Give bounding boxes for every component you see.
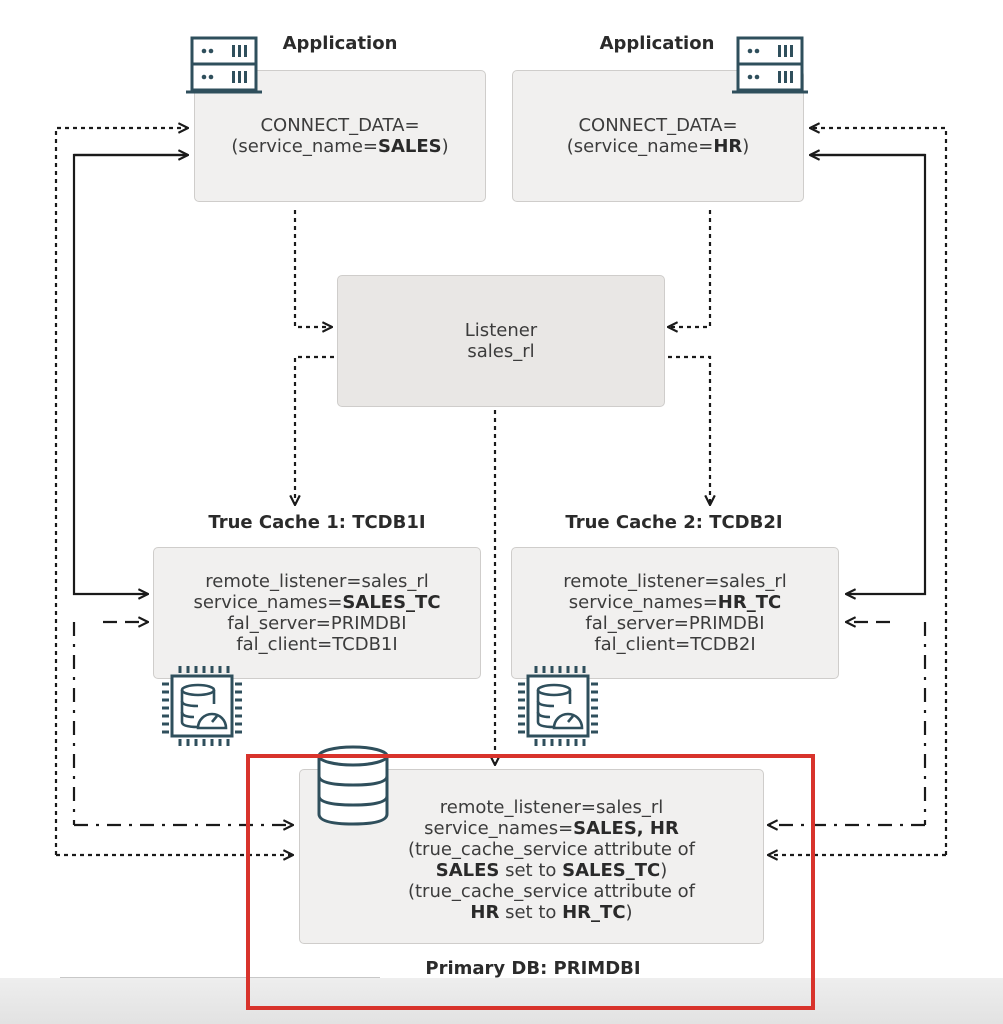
line-right-outer-dotted-app	[810, 128, 948, 855]
primary-attr1-line1: (true_cache_service attribute of	[407, 838, 696, 860]
primary-remote-listener: remote_listener=sales_rl	[439, 796, 664, 818]
line-listener-to-tc1	[295, 355, 334, 505]
app-hr-line2: (service_name=HR)	[566, 136, 750, 157]
background-divider	[60, 977, 380, 978]
primary-attr2-line2: HR set to HR_TC)	[470, 901, 633, 923]
tc1-service-names: service_names=SALES_TC	[193, 592, 441, 613]
line-app-sales-to-listener	[293, 210, 332, 327]
line-left-solid	[72, 153, 188, 594]
line-listener-to-tc2	[668, 355, 710, 505]
line-right-solid	[810, 153, 927, 594]
primary-db-box[interactable]: remote_listener=sales_rl service_names=S…	[299, 769, 764, 944]
line-left-outer-dotted-app	[54, 128, 188, 855]
primary-attr1-line2: SALES set to SALES_TC)	[435, 859, 668, 881]
server-rack-icon	[732, 36, 808, 94]
primary-db-highlight	[246, 754, 815, 1010]
tc1-fal-client: fal_client=TCDB1I	[236, 634, 398, 655]
tc1-fal-server: fal_server=PRIMDBI	[227, 613, 407, 634]
app-hr-line1: CONNECT_DATA=	[578, 115, 738, 136]
tc2-remote-listener: remote_listener=sales_rl	[563, 571, 787, 592]
app-sales-line2: (service_name=SALES)	[231, 136, 449, 157]
primary-attr2-line1: (true_cache_service attribute of	[407, 880, 696, 902]
app-hr-box[interactable]: CONNECT_DATA= (service_name=HR)	[512, 70, 804, 202]
tc1-remote-listener: remote_listener=sales_rl	[205, 571, 429, 592]
database-chip-gauge-icon	[518, 666, 598, 746]
app-sales-line1: CONNECT_DATA=	[260, 115, 420, 136]
true-cache-1-title: True Cache 1: TCDB1I	[208, 512, 426, 533]
true-cache-2-box[interactable]: remote_listener=sales_rl service_names=H…	[511, 547, 839, 679]
app-sales-title: Application	[282, 33, 398, 54]
line-app-hr-to-listener	[668, 210, 712, 327]
database-chip-gauge-icon	[162, 666, 242, 746]
server-rack-icon	[186, 36, 262, 94]
listener-box[interactable]: Listener sales_rl	[337, 275, 665, 407]
tc2-service-names: service_names=HR_TC	[568, 592, 782, 613]
primary-db-title: Primary DB: PRIMDBI	[425, 958, 641, 979]
listener-line2: sales_rl	[467, 341, 535, 362]
primary-service-names: service_names=SALES, HR	[424, 817, 679, 839]
true-cache-1-box[interactable]: remote_listener=sales_rl service_names=S…	[153, 547, 481, 679]
listener-line1: Listener	[464, 320, 538, 341]
background-band	[0, 978, 1003, 1024]
tc2-fal-server: fal_server=PRIMDBI	[585, 613, 765, 634]
app-hr-title: Application	[599, 33, 715, 54]
true-cache-2-title: True Cache 2: TCDB2I	[565, 512, 783, 533]
tc2-fal-client: fal_client=TCDB2I	[594, 634, 756, 655]
